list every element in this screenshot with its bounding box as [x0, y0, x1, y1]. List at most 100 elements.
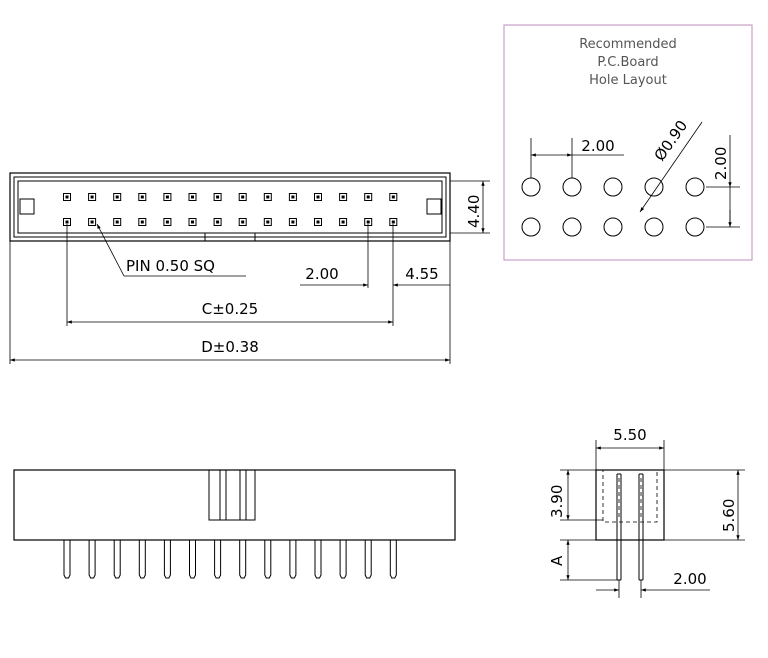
side-pin-tail — [88, 540, 96, 579]
top-pin — [263, 193, 272, 201]
side-pin-tail — [314, 540, 322, 579]
top-pin-core — [291, 220, 295, 224]
pcb-hole — [685, 177, 705, 197]
top-pin-core — [316, 195, 320, 199]
top-pin — [314, 193, 322, 201]
pcb-hole-dia-label: Ø0.90 — [651, 117, 692, 164]
end-pitch-label: 2.00 — [673, 570, 706, 588]
side-pin-tail — [339, 540, 347, 579]
pcb-layout-frame — [503, 24, 753, 261]
pcb-holes — [521, 177, 705, 237]
top-pin-core — [241, 195, 245, 199]
side-pin-tails — [63, 540, 397, 579]
pcb-hole — [603, 217, 623, 237]
top-pin-core — [140, 195, 144, 199]
top-pin-core — [341, 195, 345, 199]
top-pin-core — [316, 220, 320, 224]
end-height-right-label: 5.60 — [720, 499, 738, 532]
top-left-latch — [19, 198, 35, 215]
pcb-hole — [685, 217, 705, 237]
top-pin — [213, 218, 222, 226]
top-pin — [188, 218, 197, 226]
side-body — [13, 469, 456, 541]
pcb-hole — [603, 177, 623, 197]
top-pin-core — [216, 195, 220, 199]
top-pin — [288, 193, 297, 201]
top-pin-core — [241, 220, 245, 224]
end-view: 5.50 3.90 5.60 A 2.00 — [548, 426, 745, 598]
top-pin-core — [341, 220, 345, 224]
pcb-hole — [644, 177, 664, 197]
top-pin-core — [65, 220, 69, 224]
top-pin-core — [366, 220, 370, 224]
d-dimension-label: D±0.38 — [201, 338, 259, 356]
top-pin-core — [266, 220, 270, 224]
side-pin-tail — [63, 540, 71, 579]
top-pin — [288, 218, 297, 226]
side-latch-window — [208, 469, 256, 521]
top-polarity-key — [204, 232, 256, 242]
top-pin — [63, 193, 71, 201]
top-view: 4.40 PIN 0.50 SQ 2.00 4.55 C±0.25 D±0.38 — [9, 172, 490, 364]
top-pin — [339, 218, 348, 226]
pcb-title-line-1: Recommended — [579, 37, 677, 52]
side-pin-tail — [113, 540, 121, 579]
end-cavity — [602, 469, 658, 523]
top-pin — [364, 193, 373, 201]
top-pin — [263, 218, 272, 226]
side-pin-tail — [264, 540, 272, 579]
top-pin — [138, 193, 147, 201]
top-pin-core — [165, 220, 169, 224]
top-height-label: 4.40 — [465, 195, 483, 228]
pcb-title-line-2: P.C.Board — [597, 55, 658, 70]
top-pin-core — [90, 220, 94, 224]
top-pin-core — [391, 195, 395, 199]
top-pin — [88, 193, 97, 201]
side-pin-tail — [364, 540, 372, 579]
top-pin — [389, 193, 398, 201]
pcb-title-line-3: Hole Layout — [589, 73, 667, 88]
top-inner-wall — [17, 180, 443, 234]
top-pin — [163, 218, 172, 226]
top-pin-core — [366, 195, 370, 199]
pcb-hole — [521, 177, 541, 197]
top-pin — [163, 193, 172, 201]
top-pin — [113, 218, 122, 226]
c-dimension-label: C±0.25 — [202, 300, 258, 318]
top-pin — [213, 193, 222, 201]
top-pin — [238, 193, 247, 201]
top-pin — [188, 193, 197, 201]
top-outer-body — [9, 172, 451, 242]
side-pin-tail — [189, 540, 196, 579]
top-pin — [113, 193, 122, 201]
top-pin-core — [191, 220, 194, 224]
side-pin-tail — [214, 540, 222, 579]
top-pin — [138, 218, 147, 226]
top-pin-core — [165, 195, 169, 199]
pcb-pitch-h-label: 2.00 — [581, 137, 614, 155]
top-pin-core — [216, 220, 220, 224]
end-body — [595, 469, 665, 541]
end-tail-length-label: A — [548, 555, 566, 566]
top-pin-core — [191, 195, 194, 199]
top-pin-core — [65, 195, 69, 199]
pcb-hole — [521, 217, 541, 237]
side-pin-tail — [239, 540, 247, 579]
top-pin — [339, 193, 348, 201]
side-pin-tail — [289, 540, 297, 579]
top-pin — [314, 218, 322, 226]
side-view — [13, 469, 456, 579]
pcb-pitch-v-label: 2.00 — [712, 147, 730, 180]
pcb-hole — [562, 217, 582, 237]
top-pin-core — [115, 220, 119, 224]
top-pitch-label: 2.00 — [305, 265, 338, 283]
top-pin-array — [63, 193, 398, 226]
top-pin — [238, 218, 247, 226]
top-inner-body — [13, 176, 447, 238]
top-pin-core — [115, 195, 119, 199]
pcb-hole-layout: Recommended P.C.Board Hole Layout 2.00 Ø… — [503, 24, 753, 261]
side-pin-tail — [138, 540, 146, 579]
top-end-offset-label: 4.55 — [405, 265, 438, 283]
pcb-hole — [644, 217, 664, 237]
